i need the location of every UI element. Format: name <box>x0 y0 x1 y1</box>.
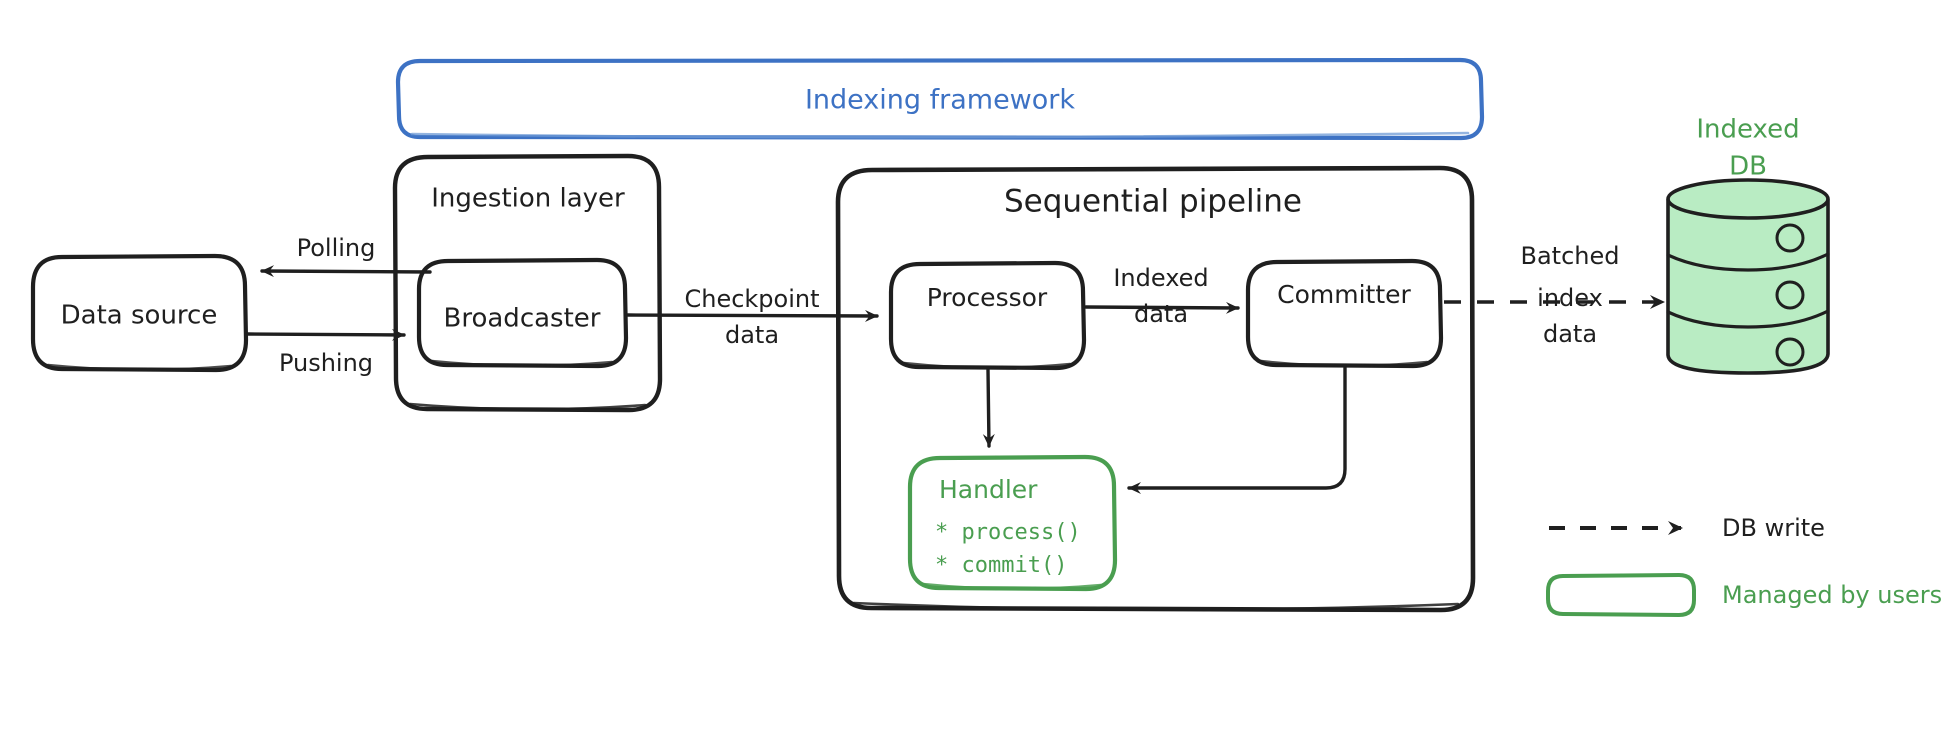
db-top-ellipse <box>1666 178 1830 220</box>
legend-item-db-write: DB write <box>1549 514 1825 542</box>
edge-committer-to-handler <box>1127 366 1347 494</box>
framework-frame-label: Indexing framework <box>805 85 1075 116</box>
edge-batched-index-data: Batched index data <box>1444 242 1665 348</box>
node-label-committer: Committer <box>1277 280 1411 309</box>
node-label-broadcaster: Broadcaster <box>444 304 601 334</box>
node-data-source[interactable]: Data source <box>30 253 249 373</box>
edge-checkpoint-data: Checkpoint data <box>626 285 879 349</box>
db-indicator-2 <box>1775 280 1805 310</box>
indexed-db-label-line1: Indexed <box>1696 115 1799 145</box>
group-label-sequential-pipeline: Sequential pipeline <box>1004 184 1302 220</box>
edge-label-checkpoint-line2: data <box>725 321 779 349</box>
node-processor[interactable]: Processor <box>888 260 1087 371</box>
edge-label-indexed-line1: Indexed <box>1113 264 1208 292</box>
indexed-db-label-line2: DB <box>1729 152 1767 182</box>
edge-processor-to-handler <box>982 368 995 448</box>
group-label-ingestion-layer: Ingestion layer <box>431 184 625 214</box>
handler-method-process: * process() <box>935 520 1081 545</box>
legend-label-managed-by-users: Managed by users <box>1722 581 1942 609</box>
edge-indexed-data: Indexed data <box>1084 264 1240 328</box>
node-label-processor: Processor <box>927 283 1048 312</box>
node-handler[interactable]: Handler * process() * commit() <box>907 454 1118 592</box>
handler-title: Handler <box>939 475 1038 504</box>
node-committer[interactable]: Committer <box>1245 258 1444 369</box>
legend-item-managed-by-users: Managed by users <box>1546 572 1942 618</box>
edge-label-pushing: Pushing <box>279 349 373 377</box>
legend-label-db-write: DB write <box>1722 514 1825 542</box>
db-indicator-3 <box>1775 337 1805 367</box>
legend-green-box-icon <box>1546 572 1696 618</box>
node-broadcaster[interactable]: Broadcaster <box>416 257 629 369</box>
edge-label-polling: Polling <box>297 234 376 262</box>
edge-label-batched-line1: Batched <box>1521 242 1620 270</box>
handler-method-commit: * commit() <box>935 553 1067 578</box>
edge-polling: Polling <box>260 234 432 278</box>
indexing-framework-frame: Indexing framework <box>395 57 1485 141</box>
edge-label-checkpoint-line1: Checkpoint <box>684 285 819 313</box>
group-sequential-pipeline: Sequential pipeline <box>835 165 1476 613</box>
node-indexed-db[interactable]: Indexed DB <box>1666 115 1830 375</box>
edge-label-indexed-line2: data <box>1134 300 1188 328</box>
db-indicator-1 <box>1775 223 1805 253</box>
edge-label-batched-line2: index <box>1537 284 1603 312</box>
legend: DB write Managed by users <box>1546 514 1942 618</box>
edge-pushing: Pushing <box>246 328 406 377</box>
node-label-data-source: Data source <box>61 301 218 331</box>
group-ingestion-layer: Ingestion layer <box>392 153 663 413</box>
edge-label-batched-line3: data <box>1543 320 1597 348</box>
